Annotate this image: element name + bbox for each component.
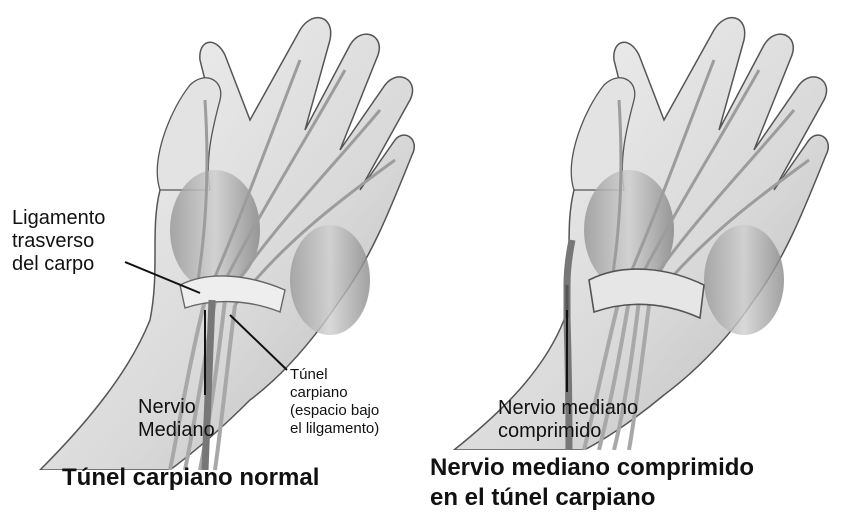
hypothenar-muscle xyxy=(290,225,370,335)
hand-illustration-compressed xyxy=(424,0,848,450)
ligament-label: Ligamento trasverso del carpo xyxy=(12,207,105,276)
normal-tunnel-panel: Ligamento trasverso del carpo Nervio Med… xyxy=(0,0,424,510)
compressed-nerve-panel: Nervio mediano comprimido Nervio mediano… xyxy=(424,0,848,510)
thenar-muscle xyxy=(170,170,260,290)
carpal-tunnel-label: Túnel carpiano (espacio bajo el lilgamen… xyxy=(290,366,379,438)
compressed-nerve-label: Nervio mediano comprimido xyxy=(498,397,638,443)
median-nerve-label: Nervio Mediano xyxy=(138,396,215,442)
normal-tunnel-caption: Túnel carpiano normal xyxy=(62,463,319,493)
compressed-nerve-caption: Nervio mediano comprimido en el túnel ca… xyxy=(430,453,754,513)
hypothenar-muscle xyxy=(704,225,784,335)
